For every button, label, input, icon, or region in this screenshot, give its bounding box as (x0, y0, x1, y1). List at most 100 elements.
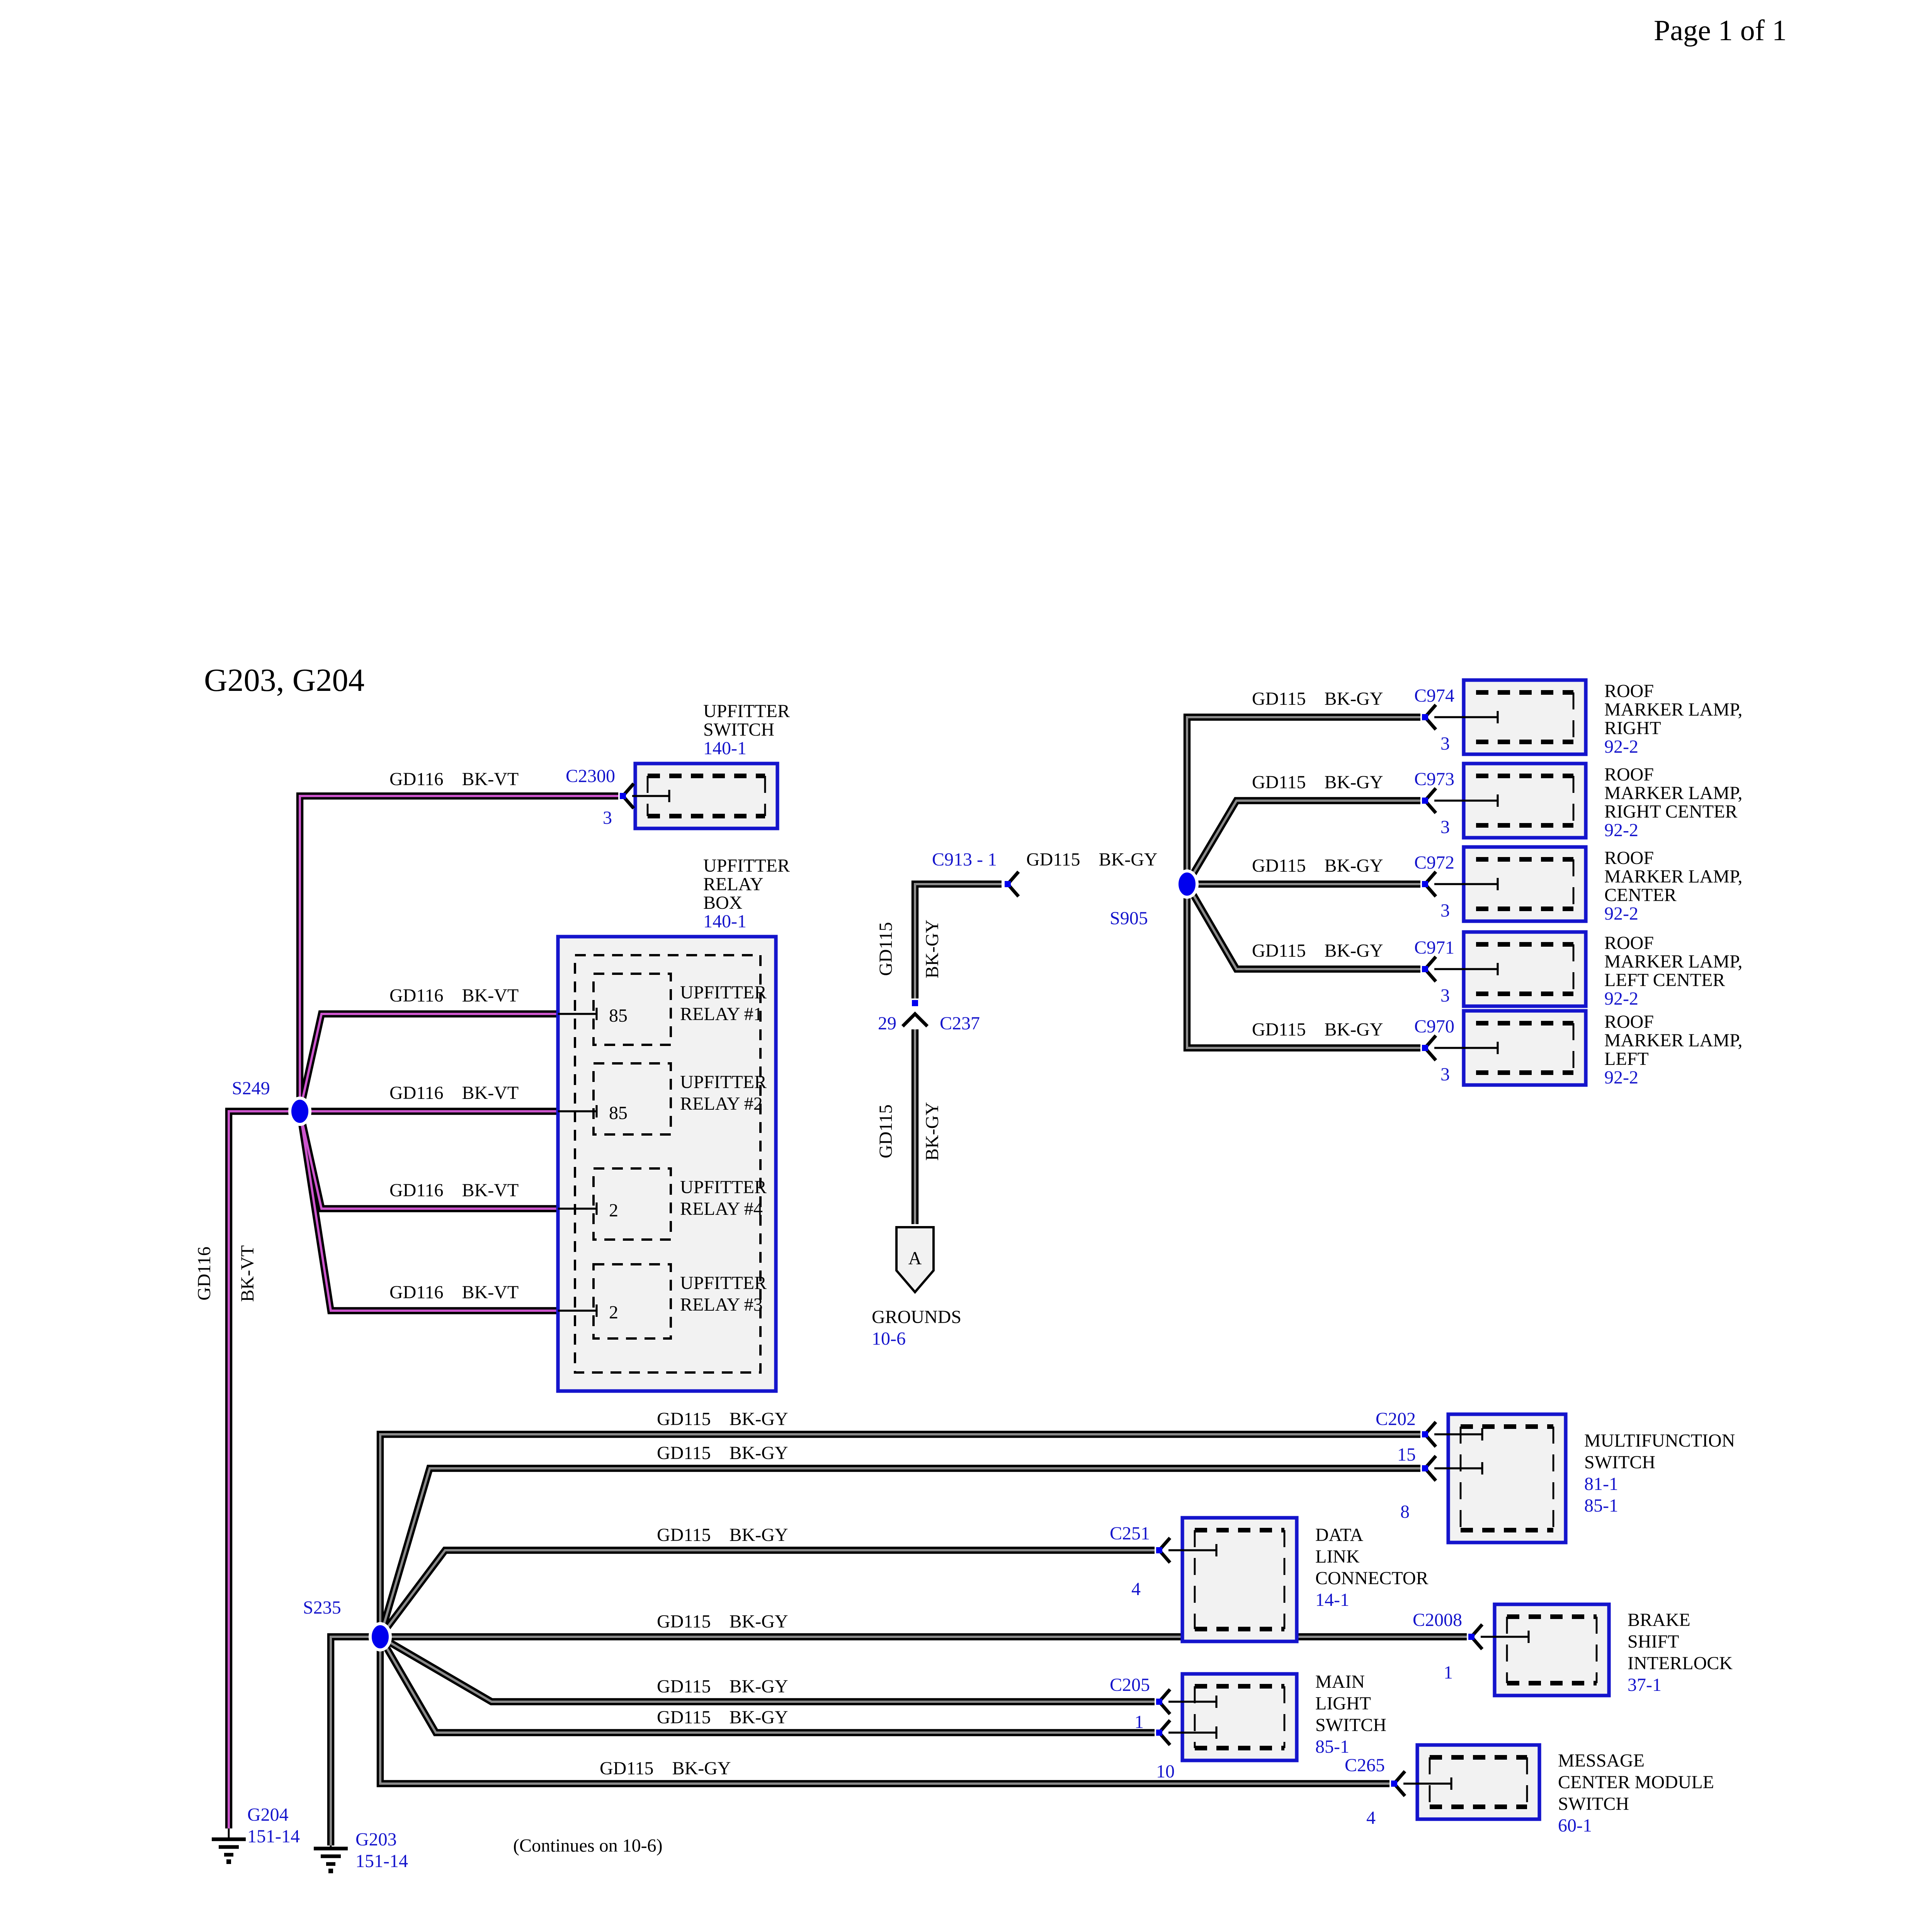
ground-g203-page-ref[interactable]: 151-14 (355, 1851, 408, 1871)
wire-label-gd116-relay4: GD116 BK-VT (389, 1180, 519, 1201)
pin-c973-3: 3 (1440, 817, 1450, 837)
brake-shift-interlock-box (1493, 1602, 1611, 1697)
upfitter-switch-name-2: SWITCH (703, 719, 774, 740)
wire-label-gd115-vert1-circuit: GD115 (876, 922, 896, 976)
splice-s905-dot (1175, 869, 1199, 899)
wire-label-gd115-mls1: GD115 BK-GY (657, 1676, 788, 1697)
lamp3-name-2: MARKER LAMP, (1604, 866, 1742, 887)
connector-label-c913: C913 - 1 (932, 849, 997, 870)
lamp5-name-1: ROOF (1604, 1012, 1654, 1032)
pin-c205-10: 10 (1156, 1761, 1175, 1782)
mfs-name-2: SWITCH (1584, 1452, 1655, 1473)
wire-label-gd115-lamp2: GD115 BK-GY (1252, 772, 1383, 793)
upfitter-relay-1-box (592, 973, 672, 1046)
lamp1-name-3: RIGHT (1604, 718, 1661, 738)
mfs-page-ref-2[interactable]: 85-1 (1584, 1495, 1618, 1516)
ground-a-symbol (895, 1226, 935, 1294)
pin-c251-4: 4 (1131, 1579, 1141, 1599)
wire-label-gd116-vert-circuit: GD116 (194, 1247, 214, 1301)
pin-c2300-3: 3 (603, 808, 612, 828)
pin-c974-3: 3 (1440, 733, 1450, 754)
relay1-name-1: UPFITTER (680, 982, 767, 1003)
wire-label-gd116-relay3: GD116 BK-VT (389, 1282, 519, 1303)
lamp4-name-2: MARKER LAMP, (1604, 951, 1742, 972)
wire-label-gd115-lamp4: GD115 BK-GY (1252, 940, 1383, 961)
pin-c265-4: 4 (1366, 1808, 1376, 1828)
wire-label-gd115-mcm: GD115 BK-GY (600, 1758, 731, 1779)
upfitter-relay-3-box (592, 1263, 672, 1340)
bsi-name-1: BRAKE (1628, 1610, 1690, 1630)
wire-label-gd115-vert2-circuit: GD115 (876, 1104, 896, 1158)
mfs-page-ref-1[interactable]: 81-1 (1584, 1474, 1618, 1494)
ground-g203-label: G203 (355, 1829, 397, 1850)
relay4-name-1: UPFITTER (680, 1177, 767, 1197)
connector-label-c2008: C2008 (1413, 1610, 1462, 1630)
mls-name-2: LIGHT (1315, 1693, 1371, 1714)
mcm-page-ref[interactable]: 60-1 (1558, 1815, 1592, 1836)
connector-arrows (620, 704, 1484, 1797)
connector-label-c237: C237 (940, 1013, 980, 1034)
multifunction-switch-box (1446, 1412, 1568, 1544)
lamp2-name-3: RIGHT CENTER (1604, 801, 1737, 822)
lamp1-name-2: MARKER LAMP, (1604, 699, 1742, 720)
lamp5-name-3: LEFT (1604, 1049, 1649, 1069)
pin-c205-1: 1 (1134, 1712, 1144, 1732)
relay-box-name-3: BOX (703, 893, 742, 913)
upfitter-relay-2-box (592, 1062, 672, 1136)
pin-c237-29: 29 (878, 1013, 896, 1034)
upfitter-switch-name-1: UPFITTER (703, 701, 790, 721)
lamp3-page-ref[interactable]: 92-2 (1604, 903, 1638, 924)
mcm-name-1: MESSAGE (1558, 1750, 1645, 1771)
pin-c972-3: 3 (1440, 900, 1450, 921)
lamp2-page-ref[interactable]: 92-2 (1604, 820, 1638, 840)
relay-box-page-ref[interactable]: 140-1 (703, 911, 747, 932)
wire-label-gd116-vert-color: BK-VT (237, 1245, 258, 1302)
connector-label-c974: C974 (1414, 685, 1454, 706)
mls-name-3: SWITCH (1315, 1715, 1386, 1735)
pin-c971-3: 3 (1440, 985, 1450, 1006)
mcm-name-3: SWITCH (1558, 1794, 1629, 1814)
ground-g204-symbol (226, 1859, 231, 1864)
data-link-connector-box (1180, 1516, 1299, 1643)
dlc-page-ref[interactable]: 14-1 (1315, 1590, 1349, 1610)
continues-note: (Continues on 10-6) (513, 1835, 663, 1856)
splice-s235-label: S235 (303, 1597, 341, 1618)
connector-label-c972: C972 (1414, 852, 1454, 873)
wire-label-gd115-lamp5: GD115 BK-GY (1252, 1019, 1383, 1040)
wire-label-gd115-vert1-color: BK-GY (922, 920, 942, 978)
lamp1-page-ref[interactable]: 92-2 (1604, 736, 1638, 757)
pin-c970-3: 3 (1440, 1064, 1450, 1085)
connector-label-c202: C202 (1376, 1409, 1416, 1429)
upfitter-switch-page-ref[interactable]: 140-1 (703, 738, 747, 759)
mls-name-1: MAIN (1315, 1672, 1365, 1692)
ground-symbols (212, 1226, 935, 1873)
pin-c202-8: 8 (1400, 1502, 1410, 1522)
splice-s235-dot (369, 1622, 392, 1651)
page-header: Page 1 of 1 (1654, 14, 1787, 47)
connector-label-c265: C265 (1345, 1755, 1385, 1776)
mcm-name-2: CENTER MODULE (1558, 1772, 1714, 1793)
relay3-name-1: UPFITTER (680, 1273, 767, 1293)
connector-label-c973: C973 (1414, 769, 1454, 789)
lamp4-name-1: ROOF (1604, 933, 1654, 953)
lamp2-name-2: MARKER LAMP, (1604, 783, 1742, 803)
relay2-name-2: RELAY #2 (680, 1094, 763, 1114)
mls-page-ref[interactable]: 85-1 (1315, 1736, 1349, 1757)
wire-label-gd115-lamp3: GD115 BK-GY (1252, 855, 1383, 876)
page-title: G203, G204 (204, 662, 364, 698)
wire-label-gd115-bsi: GD115 BK-GY (657, 1611, 788, 1632)
pin-c2008-1: 1 (1444, 1662, 1453, 1683)
ground-g204-page-ref[interactable]: 151-14 (247, 1826, 300, 1847)
lamp4-page-ref[interactable]: 92-2 (1604, 988, 1638, 1009)
splice-s249-label: S249 (232, 1078, 270, 1099)
mfs-name-1: MULTIFUNCTION (1584, 1430, 1735, 1451)
bsi-page-ref[interactable]: 37-1 (1628, 1675, 1662, 1695)
lamp5-page-ref[interactable]: 92-2 (1604, 1067, 1638, 1088)
grounds-page-ref[interactable]: 10-6 (872, 1328, 906, 1349)
bsi-name-2: SHIFT (1628, 1631, 1679, 1652)
wire-label-gd115-s905: GD115 BK-GY (1026, 849, 1158, 870)
wire-label-gd116-relay2: GD116 BK-VT (389, 1083, 519, 1103)
wire-label-gd115-mfs1: GD115 BK-GY (657, 1409, 788, 1429)
wire-label-gd115-mls2: GD115 BK-GY (657, 1707, 788, 1728)
